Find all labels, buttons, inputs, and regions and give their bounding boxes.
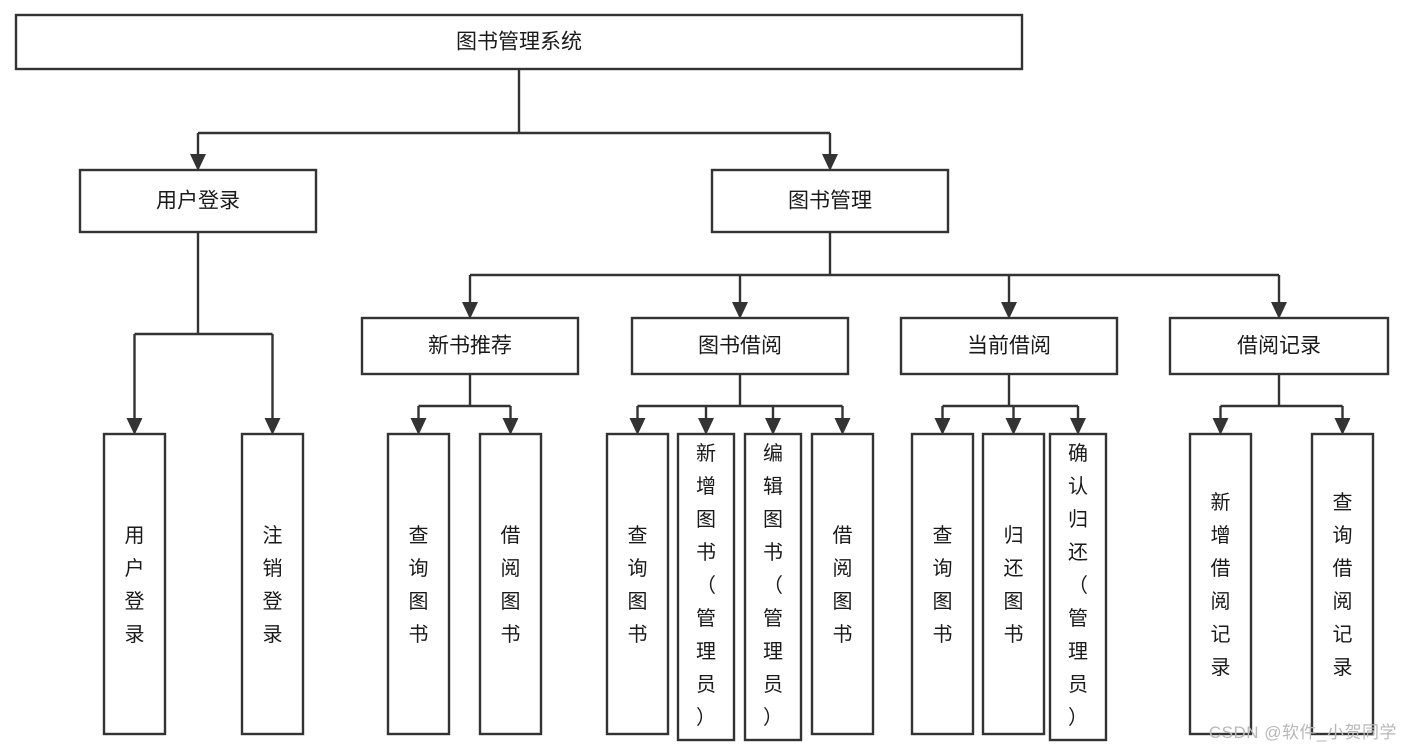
edge-arrowhead	[1005, 418, 1022, 435]
edge-arrowhead	[1334, 418, 1351, 435]
edge-arrowhead	[765, 418, 781, 435]
node-box[interactable]	[981, 432, 1046, 736]
edge-arrowhead	[1070, 418, 1086, 435]
edge-arrowhead	[1271, 302, 1287, 319]
node-box[interactable]	[1310, 432, 1375, 736]
node-label: 图书借阅	[698, 335, 782, 358]
node-box[interactable]	[899, 316, 1119, 376]
edge-arrowhead	[698, 418, 714, 435]
node-label: 查询图书	[933, 524, 953, 646]
edge-arrowhead	[126, 418, 143, 435]
node-label: 图书管理	[788, 190, 872, 213]
node-box[interactable]	[478, 432, 543, 736]
node-leaf-user-login[interactable]: 用户登录	[102, 432, 167, 736]
node-label: 查询图书	[409, 524, 429, 646]
node-box[interactable]	[14, 13, 1024, 71]
node-box[interactable]	[810, 432, 875, 736]
edge-arrowhead	[732, 302, 748, 319]
node-box[interactable]	[1168, 316, 1390, 376]
edge-arrowhead	[410, 418, 427, 435]
node-bookmgmt[interactable]: 图书管理	[710, 168, 950, 234]
node-label: 用户登录	[125, 525, 145, 646]
node-box[interactable]	[386, 432, 451, 736]
node-leaf-borrow-edit[interactable]: 编辑图书（管理员）	[743, 432, 803, 742]
node-leaf-record-query[interactable]: 查询借阅记录	[1310, 432, 1375, 736]
node-newbook[interactable]: 新书推荐	[360, 316, 580, 376]
edge-arrowhead	[1212, 418, 1229, 435]
node-box[interactable]	[78, 168, 318, 234]
edge-arrowhead	[822, 154, 838, 171]
node-box[interactable]	[240, 432, 305, 736]
node-label: 查询图书	[628, 524, 648, 646]
node-label: 查询借阅记录	[1333, 491, 1353, 679]
edge-arrowhead	[190, 154, 206, 171]
node-box[interactable]	[360, 316, 580, 376]
edge-arrowhead	[502, 418, 519, 435]
node-box[interactable]	[676, 432, 736, 742]
node-borrow[interactable]: 图书借阅	[630, 316, 850, 376]
edge-arrowhead	[629, 418, 646, 435]
node-box[interactable]	[605, 432, 670, 736]
node-label: 新增借阅记录	[1211, 491, 1231, 679]
node-box[interactable]	[1188, 432, 1253, 736]
node-label: 注销登录	[263, 524, 283, 646]
node-leaf-new-query[interactable]: 查询图书	[386, 432, 451, 736]
node-leaf-new-borrow[interactable]: 借阅图书	[478, 432, 543, 736]
edge-arrowhead	[462, 302, 478, 319]
node-label: 新书推荐	[428, 335, 512, 358]
node-login[interactable]: 用户登录	[78, 168, 318, 234]
node-box[interactable]	[743, 432, 803, 742]
node-label: 用户登录	[156, 190, 240, 213]
edge-layer	[126, 69, 1351, 435]
node-label: 借阅图书	[833, 524, 853, 646]
node-leaf-user-logout[interactable]: 注销登录	[240, 432, 305, 736]
node-leaf-borrow-lend[interactable]: 借阅图书	[810, 432, 875, 736]
node-label: 当前借阅	[967, 335, 1051, 358]
node-label: 借阅图书	[501, 524, 521, 646]
node-root[interactable]: 图书管理系统	[14, 13, 1024, 71]
node-label: 归还图书	[1004, 524, 1024, 646]
node-leaf-borrow-query[interactable]: 查询图书	[605, 432, 670, 736]
node-label: 确认归还（管理员）	[1068, 442, 1088, 729]
node-layer: 图书管理系统用户登录图书管理新书推荐图书借阅当前借阅借阅记录用户登录注销登录查询…	[14, 13, 1390, 742]
node-box[interactable]	[910, 432, 975, 736]
edge-arrowhead	[834, 418, 851, 435]
node-records[interactable]: 借阅记录	[1168, 316, 1390, 376]
node-leaf-current-confirm[interactable]: 确认归还（管理员）	[1048, 432, 1108, 742]
node-leaf-current-return[interactable]: 归还图书	[981, 432, 1046, 736]
node-label: 新增图书（管理员）	[696, 442, 716, 729]
node-box[interactable]	[630, 316, 850, 376]
node-box[interactable]	[102, 432, 167, 736]
node-label: 图书管理系统	[456, 31, 582, 54]
node-box[interactable]	[1048, 432, 1108, 742]
edge-arrowhead	[934, 418, 951, 435]
node-label: 借阅记录	[1237, 335, 1321, 358]
edge-arrowhead	[264, 418, 281, 435]
node-label: 编辑图书（管理员）	[763, 442, 783, 729]
node-leaf-borrow-add[interactable]: 新增图书（管理员）	[676, 432, 736, 742]
edge-arrowhead	[1001, 302, 1017, 319]
node-leaf-current-query[interactable]: 查询图书	[910, 432, 975, 736]
node-leaf-record-add[interactable]: 新增借阅记录	[1188, 432, 1253, 736]
node-current[interactable]: 当前借阅	[899, 316, 1119, 376]
node-box[interactable]	[710, 168, 950, 234]
